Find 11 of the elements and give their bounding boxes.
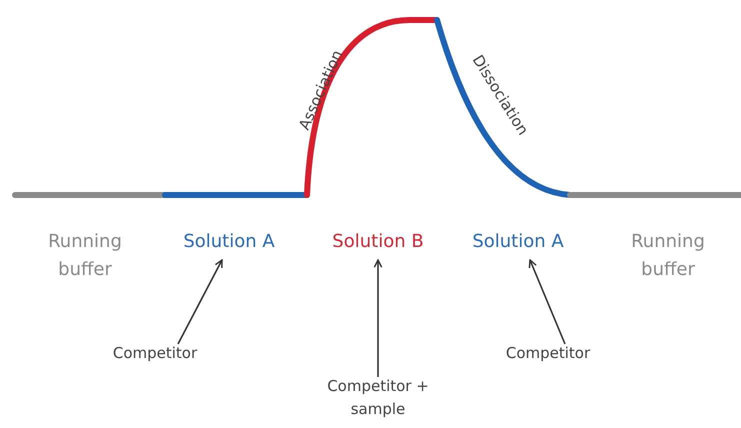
annotation-text: Competitor + sample <box>308 375 448 421</box>
phase-label: Solution A <box>183 228 275 256</box>
phase-label: Running buffer <box>618 228 718 284</box>
phase-label: Solution B <box>332 228 424 256</box>
arrow <box>374 259 382 377</box>
phase-label: Solution A <box>472 228 564 256</box>
arrow <box>177 259 223 344</box>
annotation-text: Competitor <box>112 342 198 365</box>
phase-label: Running buffer <box>35 228 135 284</box>
arrow <box>528 259 566 344</box>
annotation-text: Competitor <box>506 342 590 365</box>
